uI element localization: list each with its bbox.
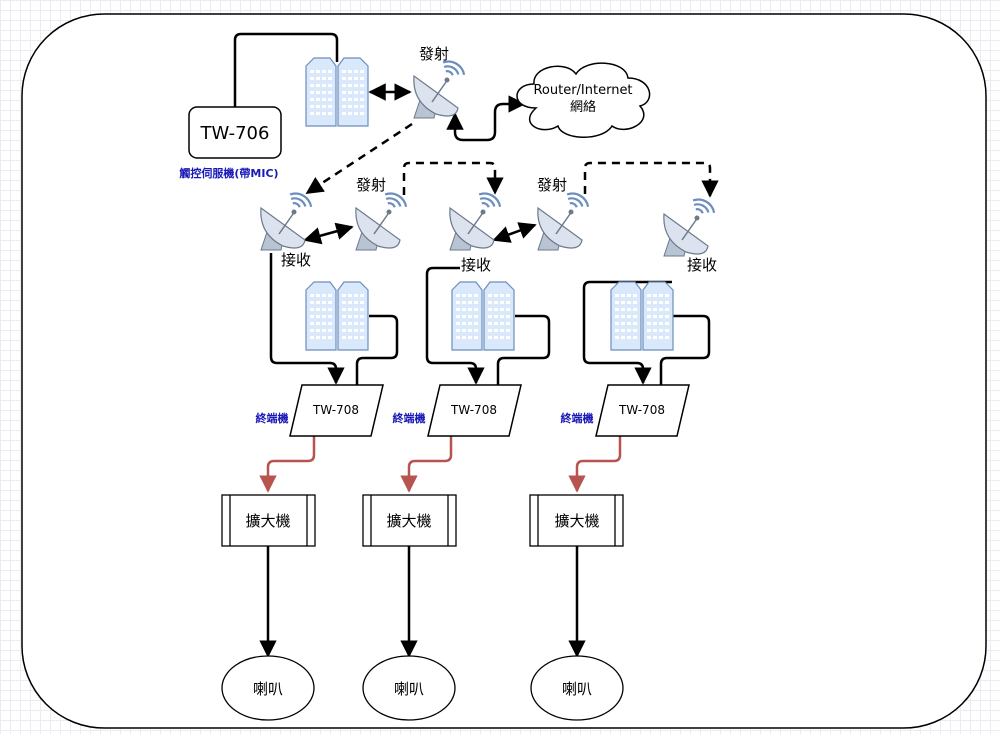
transmit-label: 發射 [537,176,567,194]
terminal-name: TW-708 [618,403,665,417]
server-box [188,106,282,159]
cloud-line-2: 網絡 [570,99,596,115]
server-caption: 觸控伺服機(帶MIC) [179,166,278,180]
terminal-caption: 終端機 [256,411,289,425]
receive-label: 接收 [281,251,311,269]
amplifier-box [529,494,624,547]
server-building-link [233,32,339,107]
terminal-box [289,384,384,437]
receive-label: 接收 [687,256,717,274]
terminal-box [595,384,690,437]
receiver-terminal-link-2 [425,266,485,385]
terminal-name: TW-708 [312,403,359,417]
diagram-frame [21,13,987,729]
relay-link-2 [492,222,537,243]
terminal-box [427,384,522,437]
building-terminal-link-1 [355,314,399,385]
building-terminal-link-3 [659,314,711,385]
server-name: TW-706 [200,123,270,144]
speaker-label: 喇叭 [562,680,592,698]
terminal-amp-link-1 [259,436,316,493]
wireless-link-2 [402,161,504,195]
relay-link-1 [303,222,354,245]
terminal-amp-link-2 [400,436,453,493]
amplifier-label: 擴大機 [245,512,290,530]
router-cloud [516,62,651,138]
terminal-caption: 終端機 [393,411,426,425]
speaker-node [221,655,315,721]
speaker-label: 喇叭 [253,680,283,698]
terminal-amp-link-3 [568,436,622,493]
transmit-label: 發射 [419,45,449,63]
receive-label: 接收 [461,256,491,274]
terminal-name: TW-708 [450,403,497,417]
wireless-link-3 [583,161,719,198]
receiver-terminal-link-1 [269,253,345,385]
speaker-node [530,655,624,721]
speaker-node [362,655,456,721]
amplifier-label: 擴大機 [554,512,599,530]
speaker-label: 喇叭 [394,680,424,698]
amplifier-label: 擴大機 [386,512,431,530]
cloud-line-1: Router/Internet [533,83,632,98]
wireless-link-main [305,122,413,195]
transmitter-router-link [446,95,526,142]
amplifier-box [221,494,316,547]
terminal-caption: 終端機 [561,411,594,425]
building-terminal-link-2 [496,314,551,385]
transmit-label: 發射 [356,176,386,194]
receiver-terminal-link-3 [582,280,672,385]
amplifier-box [362,494,457,547]
